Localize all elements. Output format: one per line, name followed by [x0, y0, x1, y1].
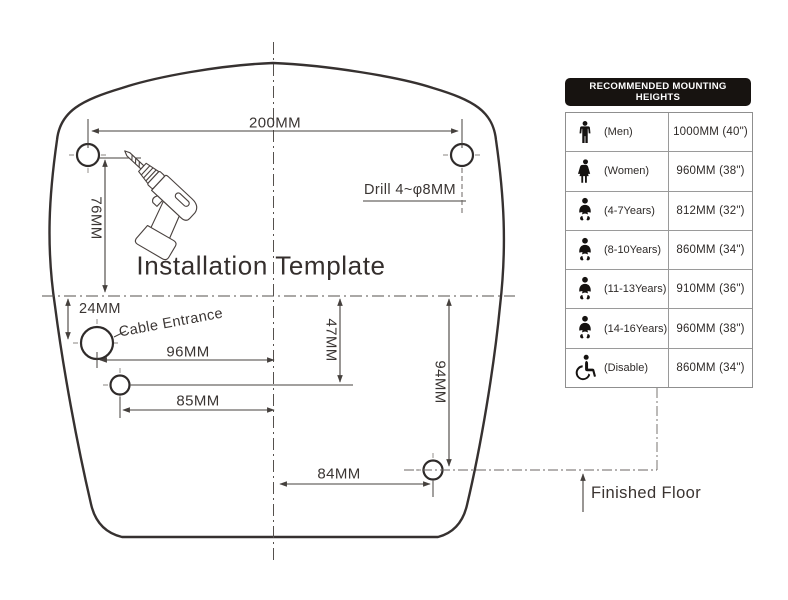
- row-label: (8-10Years): [604, 244, 662, 257]
- table-row-women: (Women): [566, 151, 669, 191]
- drill-note-label: Drill 4~φ8MM: [364, 182, 456, 198]
- dim-76mm-label: 76MM: [87, 196, 105, 240]
- table-row-4-7-years: (4-7Years): [566, 190, 669, 230]
- row-height: 860MM (34"): [676, 361, 745, 374]
- dimension-lines: [65, 128, 459, 487]
- man-icon: [572, 118, 598, 146]
- dim-96mm-label: 96MM: [166, 343, 210, 361]
- row-label: (Women): [604, 165, 650, 178]
- device-outline: [48, 61, 506, 539]
- power-drill-illustration: [124, 150, 198, 261]
- dim-200mm-label: 200MM: [248, 114, 302, 132]
- row-height: 910MM (36"): [676, 283, 745, 296]
- finished-floor-label: Finished Floor: [591, 484, 702, 502]
- wheelchair-icon: [572, 354, 598, 381]
- dim-24mm-label: 24MM: [79, 301, 121, 317]
- child-icon: [572, 237, 598, 264]
- row-height: 1000MM (40"): [673, 126, 748, 139]
- child-icon: [572, 276, 598, 303]
- row-height: 960MM (38"): [676, 322, 745, 335]
- dim-84mm-label: 84MM: [317, 465, 361, 483]
- center-lines: [42, 42, 515, 560]
- table-value-disable: 860MM (34"): [669, 347, 752, 387]
- table-row-14-16-years: (14-16Years): [566, 308, 669, 348]
- row-height: 860MM (34"): [676, 244, 745, 257]
- finished-floor-connector: [404, 379, 660, 471]
- row-label: (14-16Years): [604, 322, 668, 335]
- row-height: 812MM (32"): [676, 204, 745, 217]
- mounting-heights-table: (Men) 1000MM (40") (Women) 960MM (38"): [565, 112, 753, 389]
- table-row-men: (Men): [566, 113, 669, 152]
- row-label: (11-13Years): [604, 283, 667, 296]
- woman-icon: [572, 157, 598, 185]
- table-value-4-7-years: 812MM (32"): [669, 190, 752, 230]
- dim-47mm-label: 47MM: [322, 318, 340, 362]
- table-row-8-10-years: (8-10Years): [566, 229, 669, 270]
- table-value-14-16-years: 960MM (38"): [669, 308, 752, 347]
- child-icon: [572, 197, 598, 224]
- row-label: (Men): [604, 126, 633, 139]
- child-icon: [572, 315, 598, 342]
- table-value-8-10-years: 860MM (34"): [669, 229, 752, 269]
- row-label: (Disable): [604, 361, 649, 374]
- table-value-women: 960MM (38"): [669, 151, 752, 190]
- table-row-11-13-years: (11-13Years): [566, 269, 669, 309]
- mount-hole-mid-left: [109, 374, 131, 396]
- page-title: Installation Template: [136, 250, 386, 281]
- row-label: (4-7Years): [604, 204, 655, 217]
- dim-94mm-label: 94MM: [431, 360, 449, 404]
- table-value-men: 1000MM (40"): [669, 113, 752, 151]
- mounting-heights-header: RECOMMENDED MOUNTING HEIGHTS: [565, 78, 751, 106]
- table-row-disable: (Disable): [566, 347, 669, 388]
- mounting-heights-panel: RECOMMENDED MOUNTING HEIGHTS (Men) 1000M…: [565, 78, 753, 389]
- row-height: 960MM (38"): [676, 165, 745, 178]
- table-value-11-13-years: 910MM (36"): [669, 269, 752, 308]
- dim-85mm-label: 85MM: [176, 392, 220, 410]
